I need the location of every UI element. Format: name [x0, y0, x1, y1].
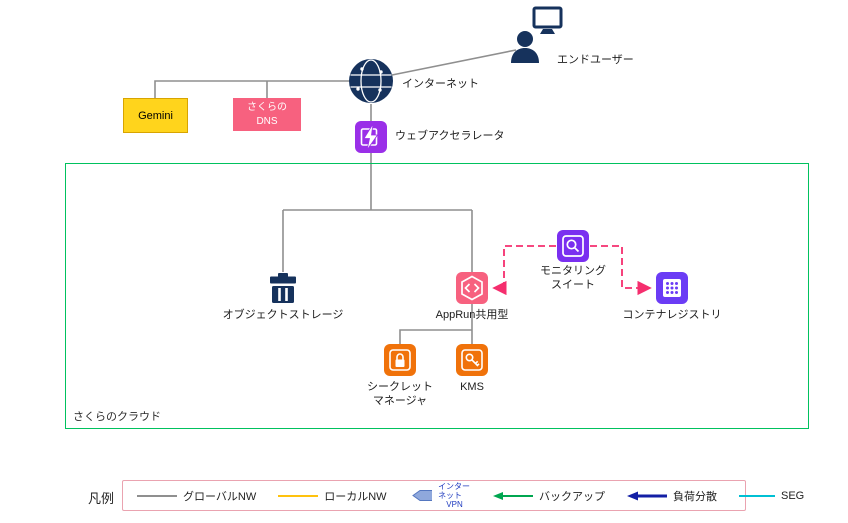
- web-accelerator-label: ウェブアクセラレータ: [395, 130, 505, 142]
- legend-item-global-nw: グローバルNW: [137, 488, 256, 504]
- web-accelerator-icon: [355, 121, 387, 153]
- legend-box: グローバルNW ローカルNW インターネット VPN バックアップ: [122, 480, 804, 511]
- edge-monitoring-registry: [590, 245, 652, 296]
- legend-title: 凡例: [88, 491, 115, 506]
- monitoring-suite-icon: [557, 230, 589, 262]
- seg-line-swatch: [739, 494, 775, 497]
- load-balance-arrow-swatch: [627, 491, 667, 500]
- cloud-region-box: さくらのクラウド: [65, 163, 809, 429]
- legend-item-load-balance: 負荷分散: [627, 488, 717, 504]
- cloud-region-label: さくらのクラウド: [73, 411, 161, 423]
- global-nw-line-swatch: [137, 494, 177, 497]
- monitoring-suite-label: モニタリング スイート: [540, 265, 606, 291]
- edge-apprun-secret-kms: [399, 304, 473, 344]
- legend-item-internet-vpn: インターネット VPN: [409, 482, 471, 510]
- gemini-label: Gemini: [138, 109, 173, 122]
- sakura-dns-label-line2: DNS: [256, 115, 278, 127]
- end-user-label: エンドユーザー: [557, 54, 634, 66]
- apprun-icon: [456, 272, 488, 304]
- backup-arrow-swatch: [493, 491, 533, 500]
- container-registry-icon: [656, 272, 688, 304]
- edge-monitoring-apprun: [492, 245, 556, 296]
- internet-globe-icon: [348, 58, 394, 104]
- legend-item-seg: SEG: [739, 490, 804, 502]
- edge-enduser-internet: [391, 49, 517, 76]
- gemini-node: Gemini: [123, 98, 188, 133]
- object-storage-label: オブジェクトストレージ: [222, 309, 344, 321]
- edge-internet-gemini-dns: [154, 80, 350, 98]
- sakura-dns-label-line1: さくらの: [247, 102, 287, 113]
- internet-vpn-shape-swatch: [411, 490, 433, 501]
- sakura-dns-node: さくらの DNS: [233, 98, 301, 131]
- secret-manager-icon: [384, 344, 416, 376]
- local-nw-line-swatch: [278, 494, 319, 497]
- edge-webaccel-storage-apprun: [282, 153, 473, 272]
- kms-label: KMS: [460, 381, 484, 393]
- apprun-label: AppRun共用型: [435, 309, 509, 321]
- object-storage-icon: [267, 272, 299, 304]
- kms-icon: [456, 344, 488, 376]
- legend-item-backup: バックアップ: [493, 488, 605, 504]
- legend-item-local-nw: ローカルNW: [278, 488, 387, 504]
- internet-label: インターネット: [402, 78, 479, 90]
- end-user-icon: [506, 6, 566, 64]
- secret-manager-label: シークレット マネージャ: [367, 381, 433, 407]
- container-registry-label: コンテナレジストリ: [622, 309, 722, 321]
